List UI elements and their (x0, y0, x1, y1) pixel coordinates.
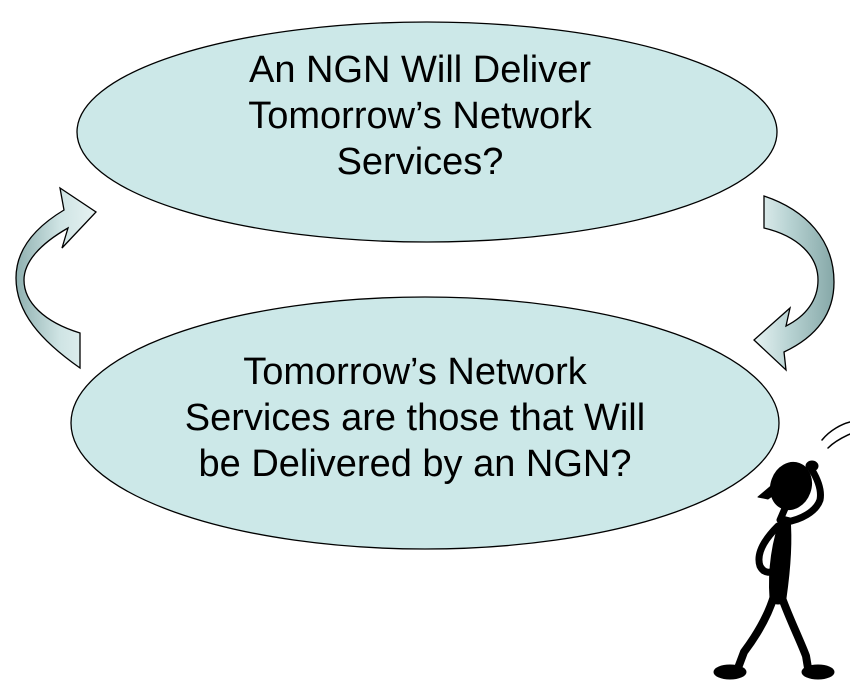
top-statement-ellipse (76, 21, 778, 243)
confused-person-figure (713, 421, 850, 680)
top-statement-text: An NGN Will Deliver Tomorrow’s Network S… (100, 47, 740, 185)
bottom-statement-line-2: Services are those that Will (184, 397, 646, 439)
top-statement-line-1: An NGN Will Deliver (248, 49, 592, 91)
bottom-statement-ellipse (70, 296, 780, 550)
bottom-statement-text: Tomorrow’s Network Services are those th… (90, 349, 740, 487)
top-statement-line-3: Services? (336, 141, 504, 183)
bottom-statement-line-1: Tomorrow’s Network (243, 351, 587, 393)
top-statement-line-2: Tomorrow’s Network (248, 95, 592, 137)
cycle-arrow-right (753, 195, 835, 372)
bottom-statement-line-3: be Delivered by an NGN? (198, 443, 632, 485)
cycle-arrow-left (15, 186, 98, 370)
